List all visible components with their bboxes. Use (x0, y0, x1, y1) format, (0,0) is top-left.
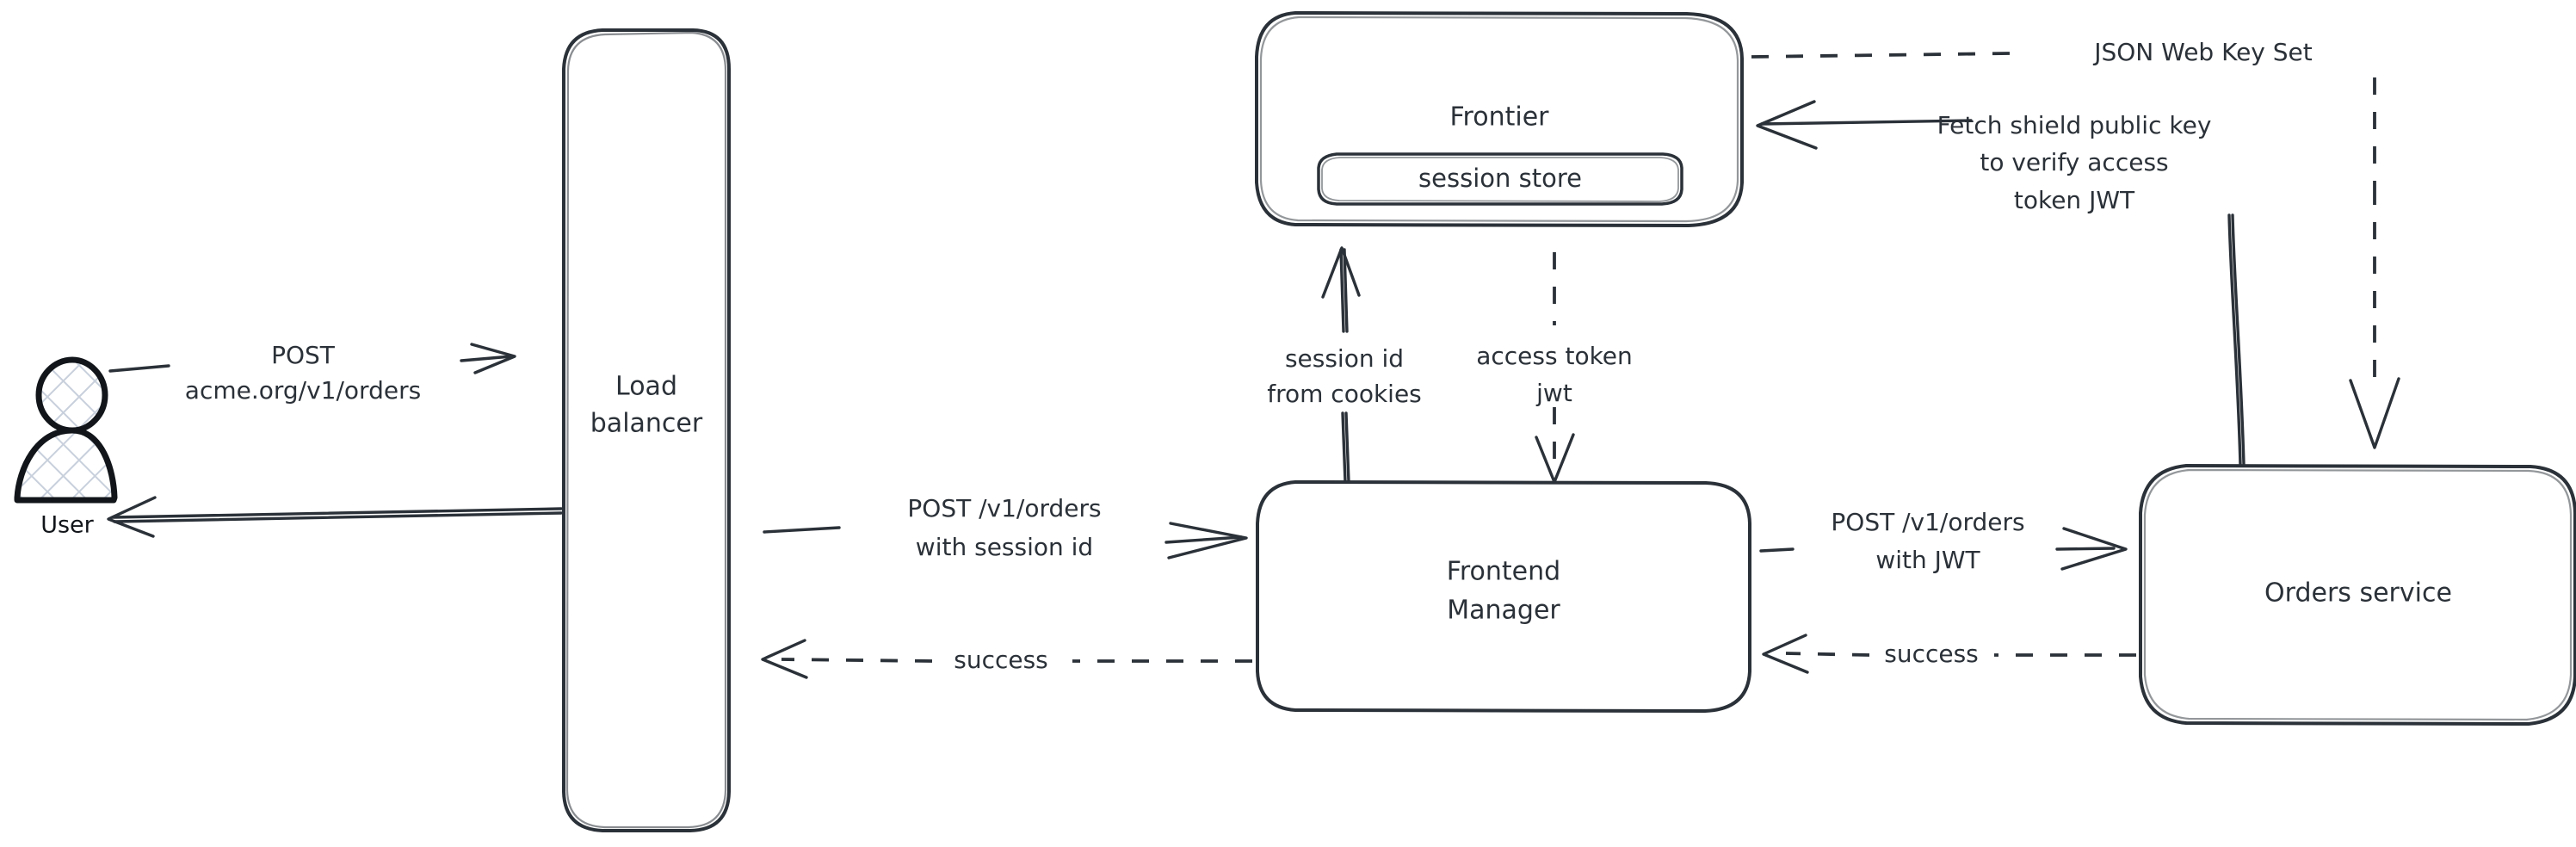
edge-load-balancer-to-frontend-manager-label: POST /v1/orders with session id (907, 494, 1101, 561)
svg-text:with JWT: with JWT (1875, 546, 1980, 574)
svg-text:jwt: jwt (1535, 379, 1572, 407)
svg-text:acme.org/v1/orders: acme.org/v1/orders (185, 376, 421, 405)
svg-text:POST: POST (271, 341, 336, 369)
person-icon (14, 356, 118, 504)
svg-text:from cookies: from cookies (1267, 380, 1422, 408)
edge-success-label-left: success (954, 646, 1048, 674)
svg-text:POST /v1/orders: POST /v1/orders (907, 494, 1101, 522)
edge-frontend-manager-to-frontier[interactable] (1321, 246, 1361, 484)
edge-orders-service-to-frontier[interactable] (1756, 100, 2246, 467)
node-session-store[interactable]: session store (1317, 152, 1683, 206)
edge-frontier-to-frontend-manager-label: access token jwt (1476, 342, 1633, 407)
node-frontend-manager[interactable]: Frontend Manager (1256, 480, 1751, 713)
node-frontier[interactable]: Frontier session store (1255, 11, 1744, 227)
node-frontier-label: Frontier (1449, 102, 1549, 133)
edge-frontend-manager-to-orders-service[interactable] (1759, 527, 2128, 571)
svg-text:to verify access: to verify access (1980, 148, 2168, 176)
edge-load-balancer-to-frontend-manager[interactable] (763, 522, 1248, 560)
node-frontend-manager-label-line1: Frontend (1447, 557, 1560, 587)
edge-frontend-manager-to-load-balancer[interactable]: success (761, 639, 1252, 679)
svg-text:with session id: with session id (916, 533, 1093, 561)
edge-frontier-jwks-to-orders-service[interactable]: JSON Web Key Set (1751, 38, 2400, 449)
svg-text:POST /v1/orders: POST /v1/orders (1831, 508, 2024, 536)
edge-frontend-manager-to-frontier-label: session id from cookies (1267, 344, 1422, 408)
edge-user-to-load-balancer-label: POST acme.org/v1/orders (185, 341, 421, 405)
edge-load-balancer-to-user[interactable] (107, 496, 563, 538)
svg-text:access token: access token (1476, 342, 1633, 370)
edge-orders-service-to-frontend-manager[interactable]: success (1762, 634, 2136, 674)
node-load-balancer-label-line2: balancer (590, 409, 703, 439)
node-user[interactable]: User (14, 356, 118, 539)
node-orders-service[interactable]: Orders service (2139, 464, 2576, 726)
edge-frontend-manager-to-orders-service-label: POST /v1/orders with JWT (1831, 508, 2024, 574)
node-session-store-label: session store (1418, 164, 1582, 193)
edge-success-label-right: success (1884, 640, 1979, 668)
node-user-label: User (40, 512, 94, 539)
node-load-balancer-label-line1: Load (615, 372, 677, 402)
edge-user-to-load-balancer[interactable] (108, 343, 516, 374)
edge-orders-service-to-frontier-label: Fetch shield public key to verify access… (1937, 111, 2212, 214)
node-frontend-manager-label-line2: Manager (1447, 596, 1560, 626)
svg-text:Fetch shield public key: Fetch shield public key (1937, 111, 2212, 139)
svg-text:token JWT: token JWT (2014, 186, 2135, 214)
svg-text:session id: session id (1285, 344, 1404, 373)
node-load-balancer[interactable]: Load balancer (562, 28, 731, 832)
edge-jwks-label: JSON Web Key Set (2092, 38, 2313, 66)
node-orders-service-label: Orders service (2264, 578, 2452, 609)
